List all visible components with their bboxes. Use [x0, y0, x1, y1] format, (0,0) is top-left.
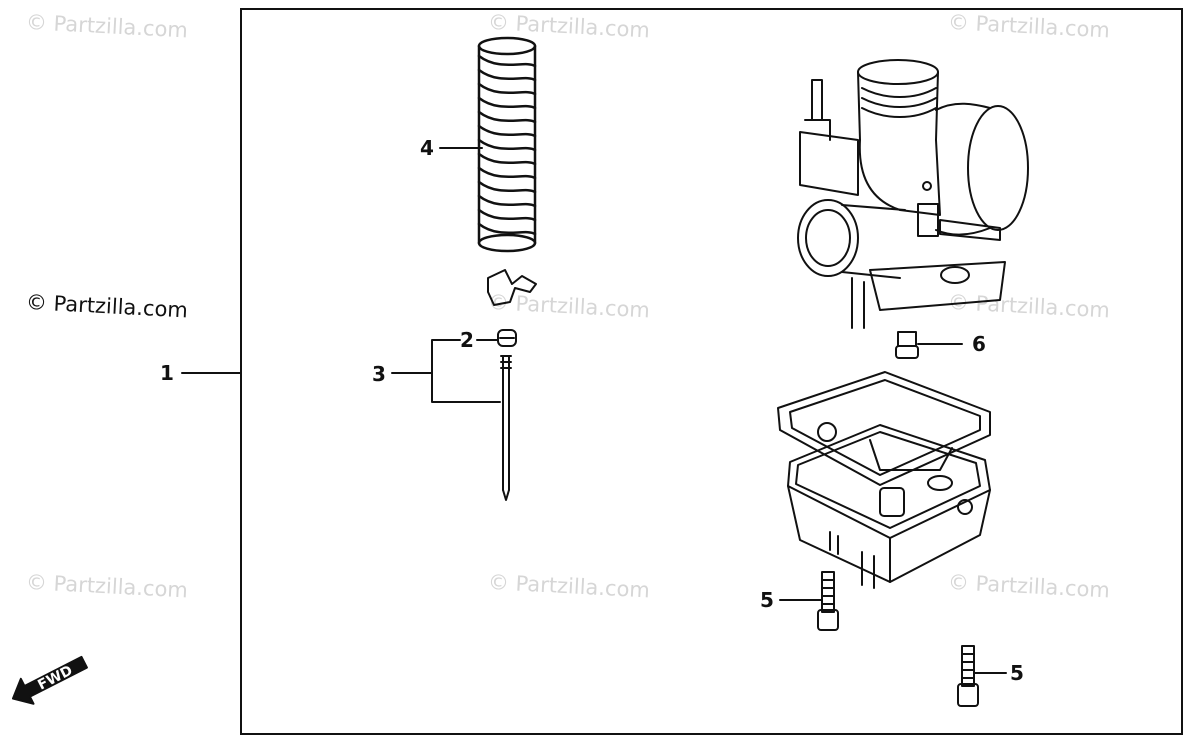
jet-part — [497, 329, 517, 347]
callout-3[interactable]: 3 — [372, 362, 386, 386]
needle-clip-part — [487, 269, 537, 306]
spring-part — [477, 36, 537, 253]
screw-part-5a — [817, 571, 839, 631]
callout-5-lower[interactable]: 5 — [1010, 661, 1024, 685]
screw-part-5b — [957, 645, 979, 707]
callout-4[interactable]: 4 — [420, 136, 434, 160]
fwd-arrow-icon — [11, 655, 88, 705]
fwd-label: FWD — [35, 663, 75, 694]
callout-6[interactable]: 6 — [972, 332, 986, 356]
callout-5-upper[interactable]: 5 — [760, 588, 774, 612]
leader-bracket-3 — [391, 339, 501, 403]
callout-1[interactable]: 1 — [160, 361, 174, 385]
jet-needle-part — [500, 355, 512, 501]
screw-part-6 — [895, 331, 919, 359]
diagram-frame — [240, 8, 1183, 735]
float-chamber-part — [777, 371, 991, 589]
callout-2[interactable]: 2 — [460, 328, 474, 352]
carburetor-body-part — [797, 59, 1029, 329]
